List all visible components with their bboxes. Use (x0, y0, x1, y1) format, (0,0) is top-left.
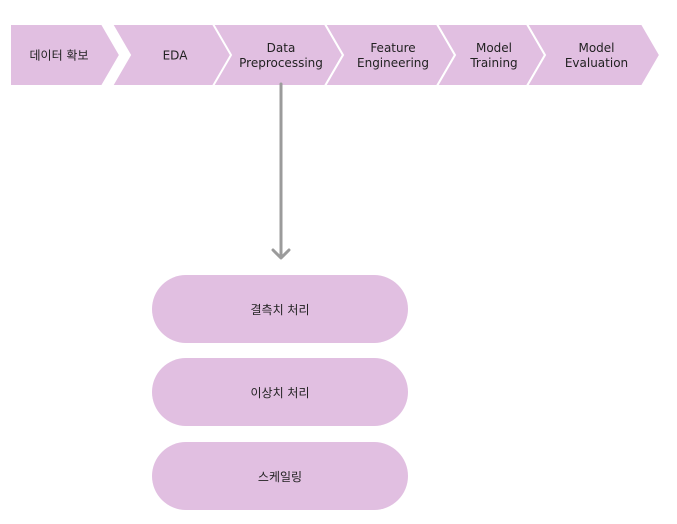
pipeline-step-shape (525, 23, 662, 87)
pipeline-step-label: Data (267, 41, 296, 55)
pipeline-step-label: Model (476, 41, 512, 55)
pipeline-step-label: Feature (370, 41, 415, 55)
pipeline-step-label: Model (578, 41, 614, 55)
pipeline-step-eda: EDA (110, 23, 234, 87)
pipeline-step-label: Engineering (357, 56, 429, 70)
substep-outliers: 이상치 처리 (152, 358, 408, 426)
pipeline-step-label: Evaluation (565, 56, 628, 70)
pipeline-step-data-acquisition: 데이터 확보 (9, 23, 122, 87)
pipeline-step-label: Training (469, 56, 517, 70)
pipeline-step-shape (211, 23, 345, 87)
substep-label: 이상치 처리 (250, 385, 310, 400)
pipeline-step-label: EDA (163, 49, 189, 63)
pipeline-step-label: 데이터 확보 (29, 49, 88, 63)
pipeline-step-shape (9, 23, 122, 87)
connector-arrowhead (271, 248, 291, 260)
substep-label: 스케일링 (257, 469, 303, 484)
pipeline-step-shape (323, 23, 457, 87)
preprocessing-connector (271, 82, 291, 260)
substep-scaling: 스케일링 (152, 442, 408, 510)
pipeline-step-label: Preprocessing (239, 56, 323, 70)
substep-missing-values: 결측치 처리 (152, 275, 408, 343)
substep-label: 결측치 처리 (250, 302, 310, 317)
